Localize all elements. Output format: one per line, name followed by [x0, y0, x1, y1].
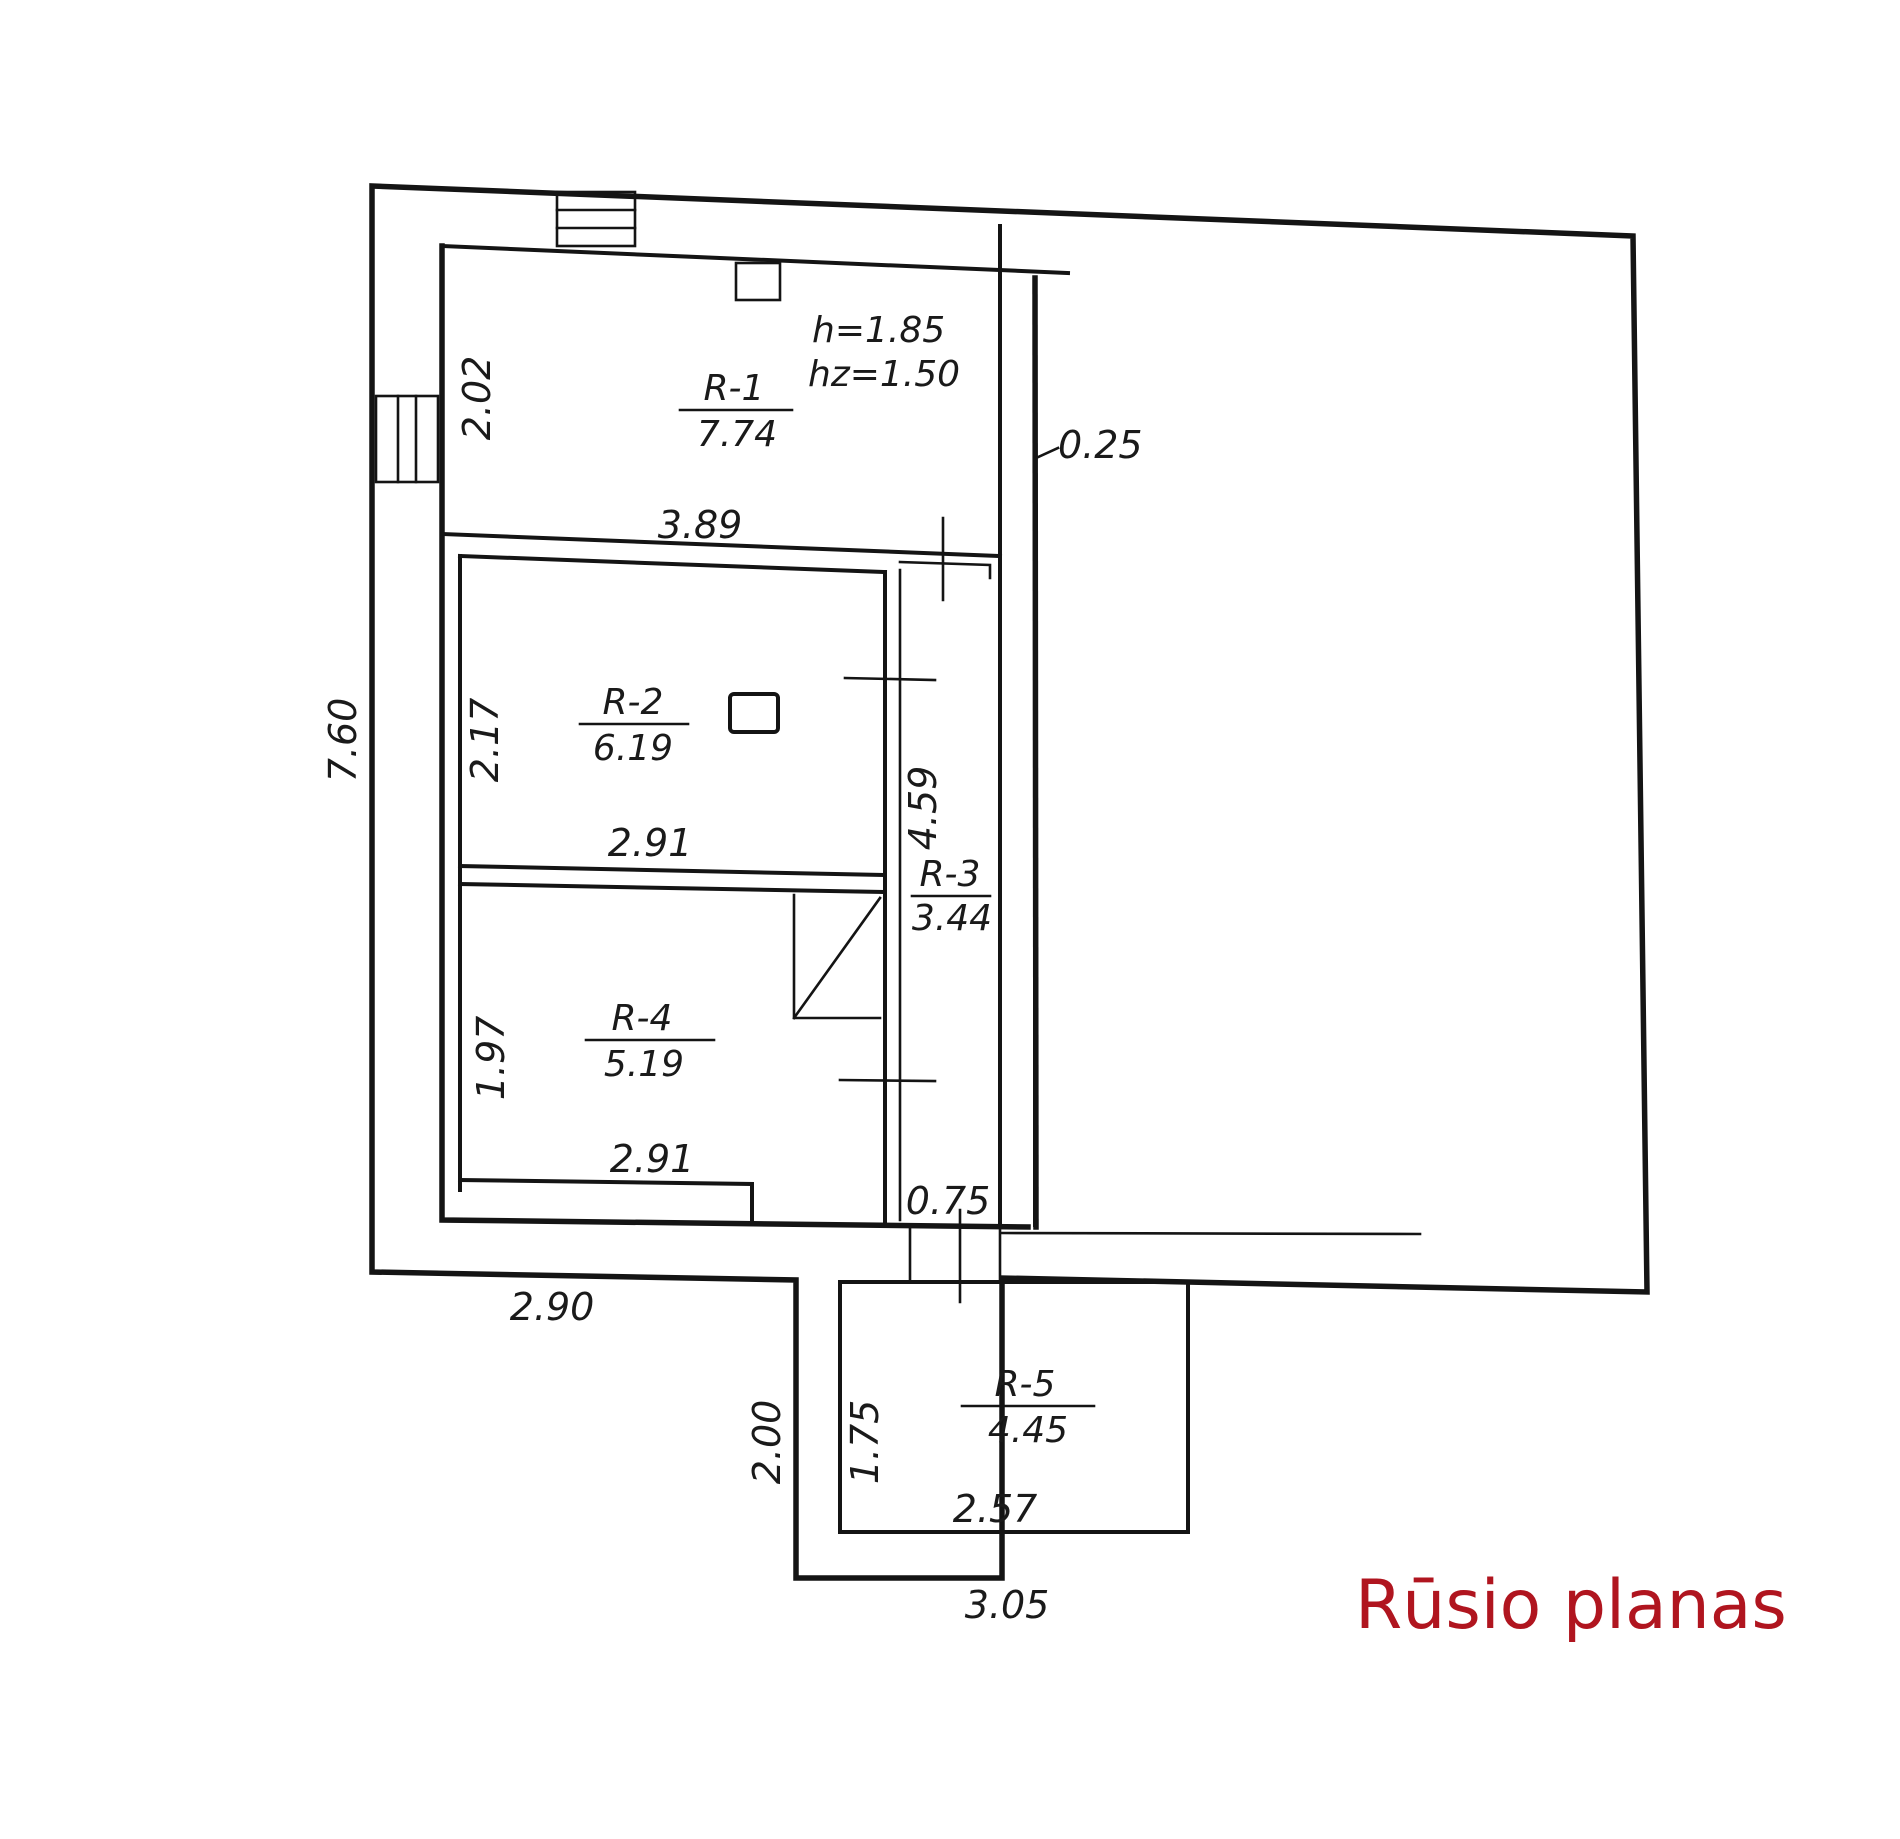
dim-r1-width: 3.89 — [658, 503, 743, 547]
window-left — [374, 394, 440, 484]
dim-r5-inner-width: 2.57 — [953, 1487, 1038, 1531]
room-r4 — [457, 893, 937, 1224]
dimension-labels: 2.02 3.89 0.25 7.60 2.17 2.91 4.59 1.97 … — [321, 356, 1143, 1627]
room-r4-area: 5.19 — [604, 1044, 684, 1085]
room-r4-id: R-4 — [612, 998, 673, 1039]
front-wall-line — [1000, 1231, 1422, 1236]
dim-r4-width: 2.91 — [610, 1137, 695, 1181]
dim-r5-outer-width: 3.05 — [965, 1583, 1050, 1627]
plan-title: Rūsio planas — [1355, 1566, 1787, 1645]
room-r1-area: 7.74 — [697, 414, 777, 455]
entrance-passage — [908, 1208, 1002, 1304]
chimney-r1 — [734, 261, 782, 302]
dim-overall-height: 7.60 — [321, 698, 365, 783]
room-r5-area: 4.45 — [988, 1410, 1068, 1451]
room-labels: R-1 7.74 R-2 6.19 R-3 3.44 R-4 5.19 R-5 … — [578, 368, 1096, 1451]
window-top — [555, 190, 637, 248]
room-r3-id: R-3 — [920, 854, 981, 895]
outer-wall-outline — [369, 183, 1650, 1581]
room-r5 — [838, 1280, 1190, 1534]
dim-r3-length: 4.59 — [901, 766, 945, 851]
dim-r2-width: 2.91 — [608, 821, 693, 865]
height-hz: hz=1.50 — [808, 354, 960, 395]
dim-r5-outer-height: 2.00 — [745, 1400, 789, 1485]
height-h: h=1.85 — [812, 310, 945, 351]
room-r5-id: R-5 — [995, 1364, 1056, 1405]
dim-r2-height: 2.17 — [463, 698, 507, 783]
main-inner-wall — [439, 243, 1031, 1230]
chimney-r2 — [728, 692, 780, 734]
stair-r4 — [792, 893, 882, 1020]
height-notes: h=1.85 hz=1.50 — [808, 310, 960, 395]
room-r2-id: R-2 — [603, 682, 664, 723]
dim-r5-inner-height: 1.75 — [843, 1400, 887, 1485]
room-r2 — [457, 553, 992, 1224]
dim-outer-width: 2.90 — [510, 1285, 595, 1329]
room-r1 — [439, 224, 1071, 1227]
dim-wall-thickness: 0.25 — [1058, 423, 1143, 467]
room-r1-id: R-1 — [704, 368, 765, 409]
room-r2-area: 6.19 — [593, 728, 673, 769]
dim-door-width: 0.75 — [906, 1179, 991, 1223]
room-r3-area: 3.44 — [912, 898, 992, 939]
dim-r1-height: 2.02 — [455, 356, 499, 441]
dim-r4-height: 1.97 — [469, 1016, 513, 1101]
